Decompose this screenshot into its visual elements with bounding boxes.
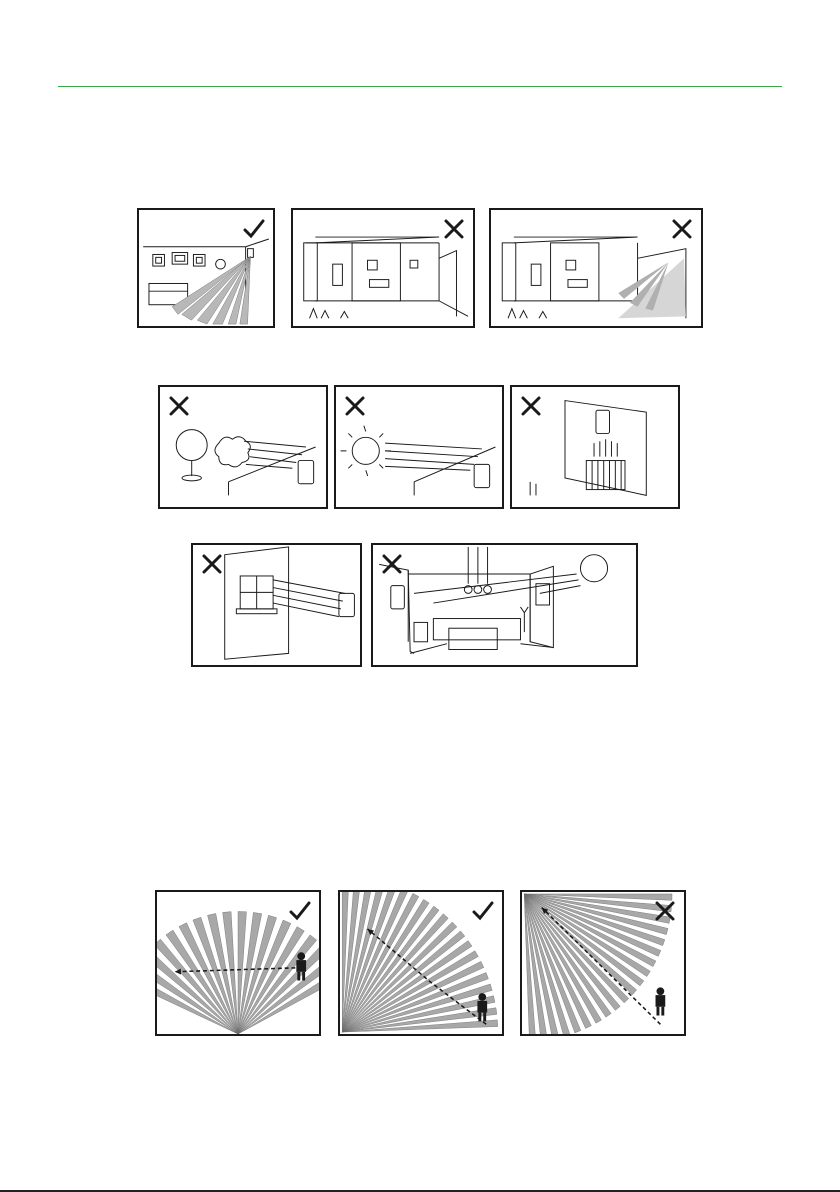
person-icon: [656, 987, 666, 1015]
panel-veranda-incorrect: [291, 208, 475, 328]
panel-veranda-coverage-incorrect: [489, 208, 703, 328]
cross-icon: [443, 218, 465, 240]
check-icon: [243, 218, 265, 240]
panel-sun-incorrect: [334, 385, 504, 509]
veranda-coverage-illustration: [491, 210, 701, 326]
cross-icon: [520, 395, 542, 417]
panel-living-room-correct: [137, 208, 275, 328]
cross-icon: [201, 553, 223, 575]
cross-icon: [671, 218, 693, 240]
detection-beam: [342, 951, 478, 1032]
cross-icon: [654, 900, 676, 922]
panel-radiator-incorrect: [510, 385, 680, 509]
check-icon: [289, 900, 311, 922]
person-icon: [477, 993, 487, 1021]
room-illustration: [373, 545, 636, 665]
header-rule: [58, 86, 782, 87]
panel-window-incorrect: [191, 543, 362, 667]
cross-icon: [168, 395, 190, 417]
panel-room-incorrect: [371, 543, 638, 667]
panel-walk-across-correct: [155, 890, 321, 1036]
cross-icon: [381, 553, 403, 575]
cross-icon: [344, 395, 366, 417]
panel-fan-incorrect: [158, 385, 328, 509]
person-icon: [296, 952, 306, 980]
detection-beam: [524, 894, 601, 1023]
panel-walk-diagonal-correct: [338, 890, 504, 1036]
panel-walk-toward-incorrect: [520, 890, 686, 1036]
check-icon: [472, 900, 494, 922]
